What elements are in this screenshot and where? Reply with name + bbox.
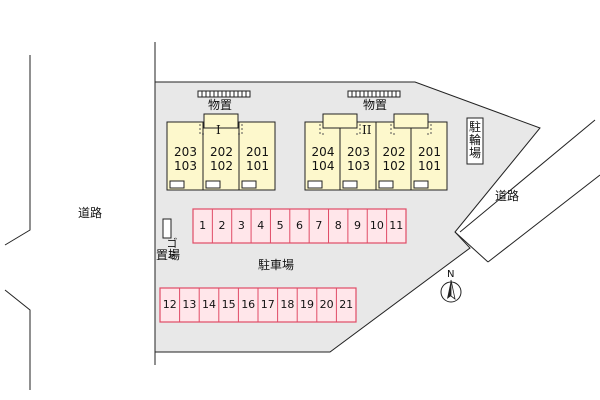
parking-space-12: 12: [162, 298, 177, 311]
parking-space-19: 19: [299, 298, 314, 311]
unit-upper: 202: [210, 145, 233, 159]
unit-lower: 101: [246, 159, 269, 173]
storage-label-right: 物置: [363, 98, 388, 112]
unit-lower: 102: [382, 159, 406, 173]
parking-space-8: 8: [334, 219, 342, 232]
garbage-char: ミ: [166, 249, 178, 263]
parking-lot-label: 駐車場: [258, 258, 295, 272]
road-label-right: 道路: [495, 189, 520, 203]
building-two-unit-4: 201 101: [412, 145, 447, 173]
parking-space-16: 16: [241, 298, 256, 311]
road-line-left-lower: [4, 289, 31, 390]
parking-space-17: 17: [260, 298, 275, 311]
building-one-unit-2: 202 102: [204, 145, 239, 173]
unit-upper: 203: [174, 145, 197, 159]
parking-space-21: 21: [339, 298, 354, 311]
parking-space-5: 5: [276, 219, 284, 232]
road-line-left-upper: [4, 55, 31, 246]
building-one-unit-3: 201 101: [240, 145, 275, 173]
garbage-label-top: ゴ ミ: [166, 237, 178, 263]
building-two-unit-3: 202 102: [377, 145, 411, 173]
building-two-numeral: II: [362, 123, 372, 137]
road-line-right-lower: [487, 174, 600, 263]
garbage-char: ゴ: [166, 237, 178, 250]
unit-lower: 102: [210, 159, 233, 173]
parking-space-3: 3: [237, 219, 245, 232]
road-line-right-edge: [454, 231, 489, 263]
parking-space-1: 1: [199, 219, 207, 232]
parking-row-top-border: [192, 208, 407, 244]
storage-shed-left: [197, 90, 251, 98]
bicycle-parking-area: [466, 117, 484, 165]
unit-upper: 202: [382, 145, 406, 159]
building-one-unit-1: 203 103: [168, 145, 203, 173]
storage-label-left: 物置: [208, 98, 233, 112]
garbage-area-box: [162, 218, 172, 239]
storage-shed-right: [347, 90, 401, 98]
parking-space-10: 10: [369, 219, 384, 232]
bicycle-parking-label: 駐 輪 場: [468, 120, 482, 161]
parking-space-11: 11: [389, 219, 404, 232]
road-label-left: 道路: [78, 206, 103, 220]
unit-upper: 204: [311, 145, 335, 159]
unit-lower: 101: [418, 159, 441, 173]
parking-space-6: 6: [295, 219, 303, 232]
unit-lower: 103: [347, 159, 370, 173]
parking-space-7: 7: [315, 219, 323, 232]
road-line-right-upper: [459, 119, 596, 233]
north-compass: [440, 279, 462, 303]
bicycle-parking-char: 輪: [468, 133, 481, 148]
unit-upper: 201: [246, 145, 269, 159]
parking-space-9: 9: [354, 219, 362, 232]
parking-space-4: 4: [257, 219, 265, 232]
building-two-unit-2: 203 103: [341, 145, 376, 173]
parking-space-13: 13: [182, 298, 197, 311]
building-one: [166, 113, 276, 191]
building-two: [304, 113, 448, 191]
parking-space-15: 15: [221, 298, 236, 311]
garbage-label-bottom: 置場: [156, 248, 181, 262]
unit-lower: 103: [174, 159, 197, 173]
parking-space-14: 14: [201, 298, 216, 311]
unit-lower: 104: [311, 159, 335, 173]
parking-space-2: 2: [218, 219, 226, 232]
parking-space-18: 18: [280, 298, 295, 311]
unit-upper: 201: [418, 145, 441, 159]
parking-space-20: 20: [319, 298, 334, 311]
bicycle-parking-char: 駐: [468, 120, 481, 134]
unit-upper: 203: [347, 145, 370, 159]
building-two-unit-1: 204 104: [306, 145, 340, 173]
compass-north-label: N: [447, 269, 455, 280]
bicycle-parking-char: 場: [468, 146, 481, 161]
building-one-numeral: I: [216, 123, 221, 137]
